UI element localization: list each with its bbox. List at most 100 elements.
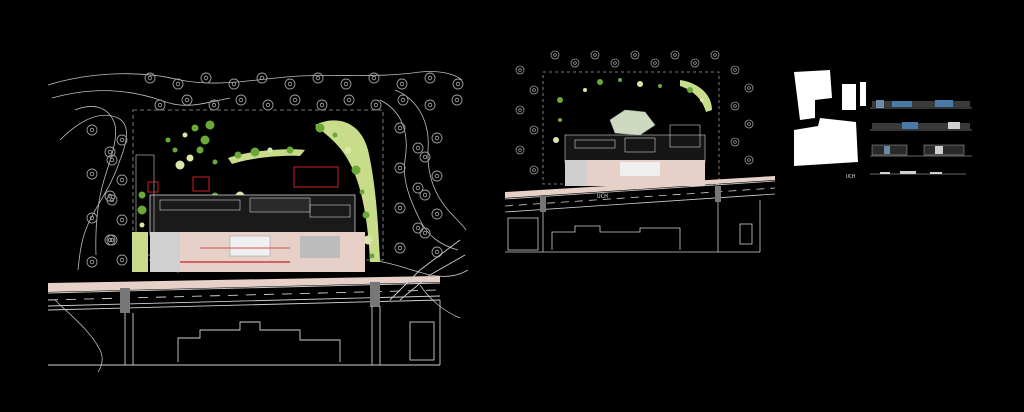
- tree-symbol-icon: [157, 102, 163, 108]
- tree-symbol-icon: [434, 249, 440, 255]
- tree-symbol-icon: [175, 81, 181, 87]
- shrub-symbol-icon: [138, 191, 146, 199]
- tree-symbol-icon: [343, 94, 355, 106]
- shrub-symbol-icon: [212, 159, 218, 165]
- shrub-symbol-icon: [618, 78, 622, 82]
- shrub-symbol-icon: [553, 137, 559, 143]
- tree-symbol-icon: [518, 148, 522, 152]
- tree-symbol-icon: [412, 142, 424, 154]
- shrub-symbol-icon: [250, 147, 260, 157]
- tree-symbol-icon: [119, 257, 125, 263]
- tree-symbol-icon: [415, 185, 421, 191]
- tree-symbol-icon: [368, 72, 380, 84]
- tree-symbol-icon: [262, 99, 274, 111]
- tree-symbol-icon: [89, 171, 95, 177]
- tree-symbol-icon: [107, 193, 113, 199]
- tree-symbol-icon: [427, 75, 433, 81]
- tree-symbol-icon: [107, 149, 113, 155]
- shrub-symbol-icon: [165, 137, 171, 143]
- building-block-b: [564, 124, 706, 164]
- tree-symbols-a: [86, 72, 464, 268]
- road-label-b: UCH: [597, 193, 608, 200]
- tree-symbol-icon: [399, 81, 405, 87]
- shrub-symbol-icon: [205, 120, 215, 130]
- massing-and-elevations: UCH: [794, 70, 972, 180]
- elevation-3: [870, 144, 972, 157]
- tree-symbol-icon: [422, 230, 428, 236]
- tree-symbol-icon: [713, 53, 717, 57]
- building-block-a: [135, 154, 356, 256]
- tree-symbol-icon: [86, 124, 98, 136]
- tree-symbol-icon: [373, 102, 379, 108]
- tree-symbol-icon: [312, 72, 324, 84]
- shrub-symbol-icon: [332, 132, 338, 138]
- tree-symbol-icon: [172, 78, 184, 90]
- tree-symbol-icon: [412, 182, 424, 194]
- tree-symbol-icon: [573, 61, 577, 65]
- tree-symbol-icon: [370, 99, 382, 111]
- tree-symbol-icon: [415, 225, 421, 231]
- tree-symbol-icon: [116, 174, 128, 186]
- tree-symbol-icon: [292, 97, 298, 103]
- site-plan-b: UCH: [504, 50, 776, 253]
- tree-symbol-icon: [451, 94, 463, 106]
- shrub-symbol-icon: [637, 81, 643, 87]
- red-pavilion-2: [293, 166, 339, 188]
- tree-symbol-icon: [89, 127, 95, 133]
- tree-symbol-icon: [710, 50, 720, 60]
- tree-symbol-icon: [89, 259, 95, 265]
- tree-symbol-icon: [394, 202, 406, 214]
- tree-symbol-icon: [107, 237, 113, 243]
- tree-symbol-icon: [529, 85, 539, 95]
- tree-symbol-icon: [532, 88, 536, 92]
- tree-symbol-icon: [265, 102, 271, 108]
- shrub-symbol-icon: [172, 147, 178, 153]
- tree-symbol-icon: [455, 81, 461, 87]
- tree-symbol-icon: [434, 211, 440, 217]
- tree-symbol-icon: [515, 105, 525, 115]
- tree-symbol-icon: [394, 242, 406, 254]
- tree-symbol-icon: [454, 97, 460, 103]
- tree-symbol-icon: [633, 53, 637, 57]
- tree-symbol-icon: [529, 165, 539, 175]
- canopy-b: [609, 109, 656, 136]
- tree-symbol-icon: [116, 134, 128, 146]
- tree-symbol-icon: [693, 61, 697, 65]
- tree-symbol-icon: [109, 237, 115, 243]
- tree-symbol-icon: [184, 97, 190, 103]
- tree-symbol-icon: [412, 222, 424, 234]
- tree-symbol-icon: [730, 101, 740, 111]
- shrub-symbol-icon: [557, 97, 563, 103]
- tree-symbol-icon: [119, 137, 125, 143]
- tree-symbol-icon: [515, 65, 525, 75]
- tree-symbol-icon: [553, 53, 557, 57]
- tree-symbol-icon: [610, 58, 620, 68]
- tree-symbol-icon: [238, 97, 244, 103]
- tree-symbol-icon: [744, 119, 754, 129]
- curved-lawn-strip: [315, 120, 380, 262]
- contour-lines-a: [47, 71, 469, 373]
- tree-symbol-icon: [673, 53, 677, 57]
- tree-symbol-icon: [422, 192, 428, 198]
- tree-symbol-icon: [208, 99, 220, 111]
- shrub-symbol-icon: [344, 146, 352, 154]
- tree-symbol-icon: [431, 132, 443, 144]
- tree-symbol-icon: [650, 58, 660, 68]
- tree-symbol-icon: [422, 154, 428, 160]
- road-a: [47, 239, 466, 366]
- tree-symbol-icon: [319, 102, 325, 108]
- shrub-symbol-icon: [687, 87, 693, 93]
- shrub-symbol-icon: [315, 123, 325, 133]
- tree-symbol-icon: [256, 72, 268, 84]
- tree-symbol-icon: [397, 205, 403, 211]
- tree-symbol-icon: [397, 94, 409, 106]
- tree-symbol-icon: [550, 50, 560, 60]
- tree-symbol-icon: [109, 197, 115, 203]
- tree-symbol-icon: [529, 125, 539, 135]
- tree-symbol-icon: [747, 122, 751, 126]
- elevation-drawings: [870, 100, 972, 175]
- tree-symbol-icon: [394, 122, 406, 134]
- red-pavilion-3: [147, 181, 159, 193]
- shrub-symbol-icon: [182, 132, 188, 138]
- shrub-symbol-icon: [139, 222, 145, 228]
